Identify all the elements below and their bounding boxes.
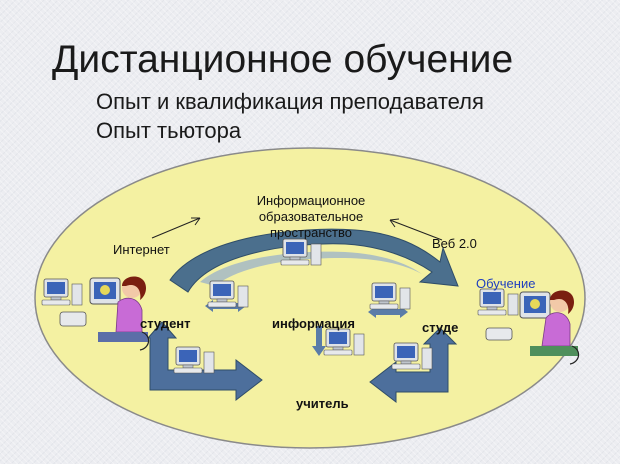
right-l-arrow (369, 327, 458, 404)
student-right-label: студе (422, 320, 459, 335)
page-title: Дистанционное обучение (52, 38, 514, 81)
bullet-tutor-experience: Опыт тьютора (96, 118, 242, 143)
teacher-label: учитель (296, 396, 349, 411)
learning-label: Обучение (476, 276, 536, 291)
arrow-internet (151, 217, 201, 239)
person-at-desk-icon (485, 290, 580, 365)
left-l-arrow (146, 321, 263, 402)
curved-arc-arrow (169, 228, 459, 293)
person-at-desk-icon (59, 276, 150, 351)
info-space-label: Информационное образовательное пространс… (256, 193, 366, 240)
student-label: студент (140, 316, 191, 331)
down-arrow-center (312, 326, 326, 356)
web2-label: Веб 2.0 (432, 236, 477, 251)
bullet-teacher-experience: Опыт и квалификация преподавателя (96, 89, 484, 114)
internet-label: Интернет (113, 242, 170, 257)
arrow-web2 (389, 219, 443, 241)
information-label: информация (272, 316, 356, 331)
curved-arc-arrow-light (200, 251, 422, 286)
